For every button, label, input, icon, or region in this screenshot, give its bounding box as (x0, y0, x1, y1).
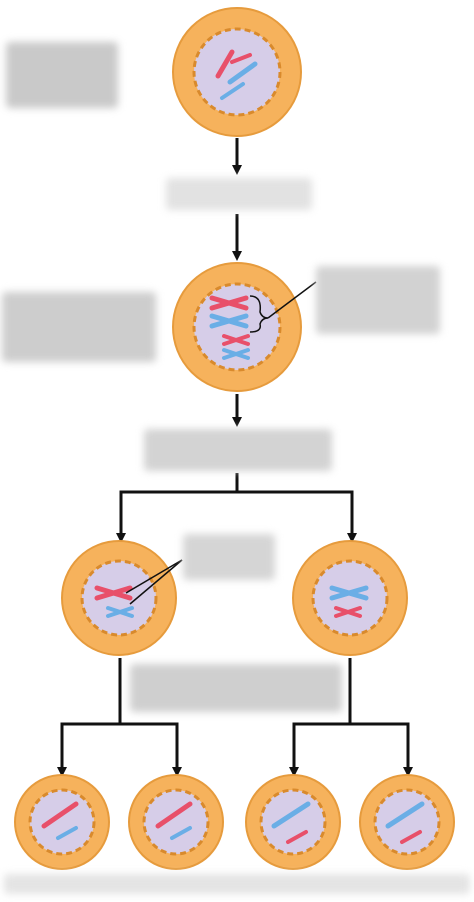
gamete-cell-3 (245, 774, 341, 870)
gamete-cell-1 (14, 774, 110, 870)
parent-cell (172, 7, 302, 137)
chromosome-blue-x (209, 313, 249, 329)
gamete-cell-4 (359, 774, 455, 870)
callout-line (125, 559, 183, 594)
branch-connector (119, 473, 354, 537)
chromosome-blue-x (106, 606, 134, 618)
label-middle-left (2, 292, 156, 362)
label-bottom (4, 874, 470, 894)
label-step-1 (166, 178, 312, 210)
chromosome-blue (227, 61, 258, 85)
callout-line (129, 559, 183, 605)
connector-arrows (57, 138, 413, 777)
label-step-3 (130, 664, 342, 712)
chromosome-red-x (334, 606, 362, 618)
chromosome-red-x (222, 334, 250, 346)
chromosome-blue-x (222, 348, 250, 360)
daughter-cell-right (292, 540, 408, 656)
chromosome-red (230, 53, 252, 64)
chromosome-blue-x (329, 585, 369, 601)
label-homolog-callout (183, 534, 275, 580)
chromosome-red (215, 49, 235, 79)
callout-line (267, 281, 317, 319)
chromosome-red-x (209, 295, 249, 311)
chromosome-red-x (94, 585, 133, 601)
chromosome-blue (220, 82, 245, 100)
daughter-cell-left (61, 540, 183, 656)
tetrad-cell (172, 262, 317, 392)
label-top-left (6, 42, 118, 108)
label-middle-right (316, 266, 440, 334)
label-step-2 (144, 429, 332, 471)
gamete-cell-2 (128, 774, 224, 870)
